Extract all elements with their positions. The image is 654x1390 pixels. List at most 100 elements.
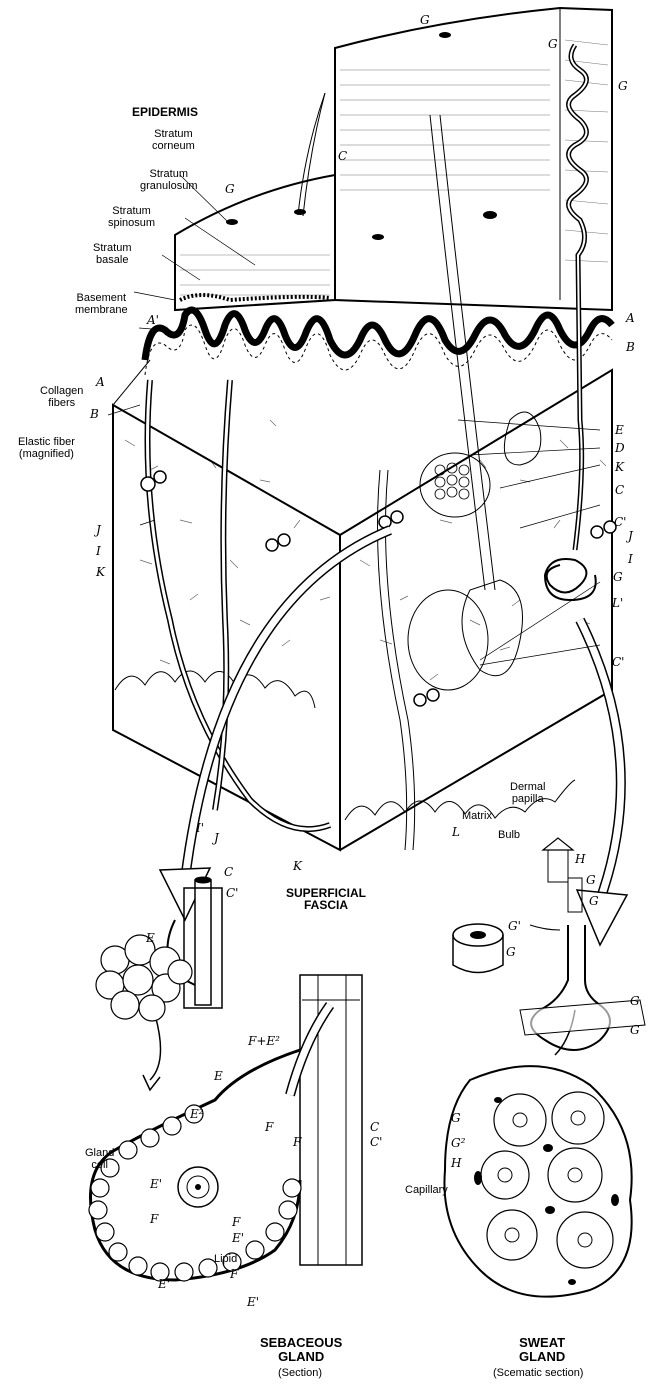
title-sebaceous-gland: SEBACEOUS GLAND <box>260 1336 342 1364</box>
letter-k-right: K <box>615 461 624 473</box>
label-elastic-fiber-line1: Elastic fiber <box>18 436 75 448</box>
letter-g-duct-top: G <box>548 38 558 50</box>
label-stratum-granulosum-line2: granulosum <box>140 180 197 192</box>
letter-b-right: B <box>626 341 635 353</box>
letter-b-left: B <box>90 408 99 420</box>
letter-l1-right: L' <box>612 597 623 609</box>
letter-f-section-d: F <box>230 1268 238 1280</box>
sebaceous-section <box>89 975 362 1281</box>
letter-g-ring: G <box>506 946 516 958</box>
letter-e1-section-c: E' <box>247 1296 259 1308</box>
letter-g-duct-piece: G <box>589 895 599 907</box>
label-lipid: Lipid <box>214 1253 237 1265</box>
label-stratum-corneum-line2: corneum <box>152 140 195 152</box>
letter-g-coil-top: G <box>630 995 640 1007</box>
letter-f-lipid: F <box>232 1216 240 1228</box>
letter-i-right: I <box>628 553 633 565</box>
letter-g-epi: G <box>225 183 235 195</box>
letter-c-section: C <box>370 1121 379 1133</box>
leader-lines <box>108 175 600 665</box>
label-stratum-granulosum-line1: Stratum <box>140 168 197 180</box>
label-basement-membrane: Basement membrane <box>75 292 128 316</box>
label-bulb: Bulb <box>498 829 520 841</box>
title-sebaceous-gland-line2: GLAND <box>260 1350 342 1364</box>
letter-e-lobule: E <box>146 932 155 944</box>
label-stratum-corneum-line1: Stratum <box>152 128 195 140</box>
letter-g2-sweat-section: G² <box>451 1137 465 1149</box>
letter-f-section-a: F <box>265 1121 273 1133</box>
letter-j-right: J <box>628 530 633 542</box>
label-superficial-fascia-line2: FASCIA <box>286 899 366 911</box>
letter-c1-right: C' <box>614 516 626 528</box>
label-stratum-basale: Stratum basale <box>93 242 132 266</box>
letter-f-section-b: F <box>293 1136 301 1148</box>
label-stratum-corneum: Stratum corneum <box>152 128 195 152</box>
letter-e-section: E <box>214 1070 223 1082</box>
sweat-section <box>444 1066 631 1297</box>
letter-g-mid-right: G <box>613 571 623 583</box>
label-collagen-fibers: Collagen fibers <box>40 385 83 409</box>
label-matrix: Matrix <box>462 810 492 822</box>
label-dermal-papilla-line2: papilla <box>510 793 545 805</box>
sebaceous-gland-3d <box>96 877 222 1021</box>
dermis-cube <box>113 360 612 850</box>
letter-g-sweat-section: G <box>451 1112 461 1124</box>
title-sweat-gland-line1: SWEAT <box>519 1336 565 1350</box>
letter-g-arrow: G <box>586 874 596 886</box>
letter-fe2: F+E² <box>248 1035 280 1047</box>
letter-c1-lower-right: C' <box>612 656 624 668</box>
letter-e1-section-a: E' <box>150 1178 162 1190</box>
letter-g-coil-bottom: G <box>630 1024 640 1036</box>
label-dermal-papilla: Dermal papilla <box>510 781 545 805</box>
letter-h-sweat-section: H <box>451 1157 461 1169</box>
letter-d-right: D <box>615 442 625 454</box>
title-sweat-gland: SWEAT GLAND <box>519 1336 565 1364</box>
label-elastic-fiber: Elastic fiber (magnified) <box>18 436 75 460</box>
letter-a-right: A <box>626 312 635 324</box>
dermal-ridges <box>145 310 612 375</box>
letter-e1-lipid: E' <box>232 1232 244 1244</box>
letter-a1: A' <box>147 314 159 326</box>
hair-shafts <box>298 93 523 676</box>
letter-c-hair: C <box>338 150 347 162</box>
label-elastic-fiber-line2: (magnified) <box>18 448 75 460</box>
letter-c-follicle: C <box>224 866 233 878</box>
letter-c1-follicle: C' <box>226 887 238 899</box>
letter-k-bottom: K <box>293 860 302 872</box>
title-epidermis: EPIDERMIS <box>132 106 198 118</box>
letter-e-right: E <box>615 424 624 436</box>
label-gland-cell-line1: Gland <box>85 1147 114 1159</box>
label-gland-cell: Gland cell <box>85 1147 114 1171</box>
letter-e2-section: E² <box>190 1108 204 1120</box>
letter-j-left: J <box>96 524 101 536</box>
letter-f-section-c: F <box>150 1213 158 1225</box>
label-stratum-spinosum: Stratum spinosum <box>108 205 155 229</box>
title-sweat-gland-line2: GLAND <box>519 1350 565 1364</box>
note-sebaceous-section: (Section) <box>278 1367 322 1379</box>
letter-i-left: I <box>96 545 101 557</box>
letter-g-top: G <box>420 14 430 26</box>
label-stratum-basale-line1: Stratum <box>93 242 132 254</box>
label-stratum-granulosum: Stratum granulosum <box>140 168 197 192</box>
label-stratum-basale-line2: basale <box>93 254 132 266</box>
letter-j-bottom: J <box>214 832 219 844</box>
letter-c1-section: C' <box>370 1136 382 1148</box>
letter-h-arrow: H <box>575 853 585 865</box>
label-collagen-fibers-line1: Collagen <box>40 385 83 397</box>
letter-e1-section-b: E' <box>158 1278 170 1290</box>
letter-a-left: A <box>96 376 105 388</box>
letter-c-right: C <box>615 484 624 496</box>
label-gland-cell-line2: cell <box>85 1159 114 1171</box>
label-basement-membrane-line2: membrane <box>75 304 128 316</box>
epidermis-block <box>175 175 384 310</box>
label-stratum-spinosum-line1: Stratum <box>108 205 155 217</box>
label-dermal-papilla-line1: Dermal <box>510 781 545 793</box>
blood-vessels <box>141 380 616 850</box>
note-sweat-section: (Scematic section) <box>493 1367 583 1379</box>
label-collagen-fibers-line2: fibers <box>40 397 83 409</box>
letter-l-bottom: L <box>452 826 460 838</box>
label-capillary: Capillary <box>405 1184 448 1196</box>
letter-g-right: G <box>618 80 628 92</box>
label-superficial-fascia: SUPERFICIAL FASCIA <box>286 887 366 911</box>
letter-i1-bottom: I' <box>196 822 204 834</box>
